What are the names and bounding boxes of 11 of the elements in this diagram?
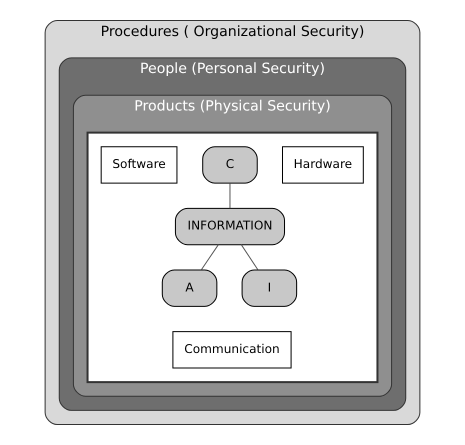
node-box: Software — [100, 146, 178, 184]
node-box: A — [162, 269, 218, 307]
connector — [200, 244, 219, 270]
cluster — [86, 132, 378, 384]
node-box: Communication — [172, 331, 292, 368]
node-box: I — [242, 269, 298, 307]
node-box: C — [202, 146, 258, 184]
node-box: Hardware — [282, 146, 364, 184]
connector — [240, 244, 258, 270]
node-box: INFORMATION — [174, 208, 286, 246]
connector — [229, 183, 230, 208]
